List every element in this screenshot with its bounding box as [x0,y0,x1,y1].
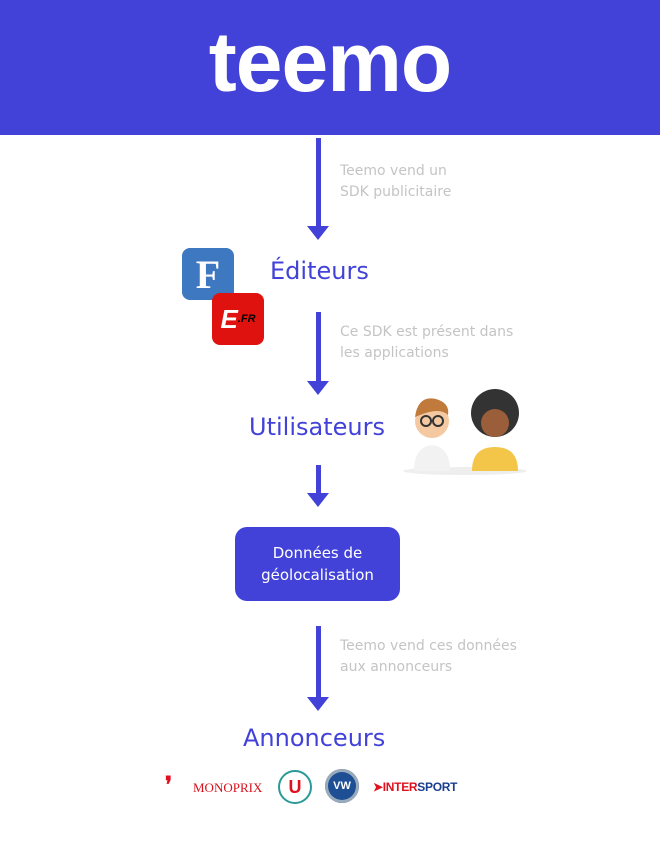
monoprix-logo: MONOPRIX [193,780,263,795]
app-letter: F [195,251,221,297]
annonceurs-title: Annonceurs [243,724,386,752]
note-text: aux annonceurs [340,659,453,675]
arrow-4 [316,626,321,698]
monoprix-mark-icon: ❜ [165,772,173,797]
note-text: Teemo vend un [340,163,447,179]
editeurs-title: Éditeurs [270,257,369,285]
box-text: géolocalisation [261,566,374,584]
users-illustration-icon [403,389,527,475]
teemo-logo: teemo [208,15,452,109]
intersport-a: INTER [382,780,418,794]
intersport-b: SPORT [417,780,458,794]
arrow-2 [316,312,321,382]
utilisateurs-title: Utilisateurs [249,413,385,441]
arrow-1 [316,138,321,228]
intersport-logo: ➤INTERSPORT [373,780,458,794]
app-letter: E [220,303,238,334]
note-text: Ce SDK est présent dans [340,324,514,340]
note-text: les applications [340,345,449,361]
note-text: Teemo vend ces données [340,638,517,654]
arrow-3 [316,465,321,495]
geolocation-data-box: Données de géolocalisation [235,527,400,601]
step-note-1: Teemo vend un SDK publicitaire [340,161,451,203]
volkswagen-logo: VW [325,769,359,803]
header-banner [0,0,660,135]
step-note-3: Teemo vend ces données aux annonceurs [340,636,517,678]
note-text: SDK publicitaire [340,184,452,200]
le-figaro-app-icon: F [182,248,234,300]
lequipe-app-icon: E.FR [212,293,264,345]
arrow-head-4 [307,697,329,711]
step-note-2: Ce SDK est présent dans les applications [340,322,513,364]
vw-letters: VW [333,780,351,792]
arrow-head-3 [307,493,329,507]
app-suffix: .FR [237,313,256,325]
box-text: Données de [272,544,363,562]
systeme-u-logo: U [278,770,312,804]
arrow-head-1 [307,226,329,240]
u-letter: U [288,776,302,797]
arrow-head-2 [307,381,329,395]
